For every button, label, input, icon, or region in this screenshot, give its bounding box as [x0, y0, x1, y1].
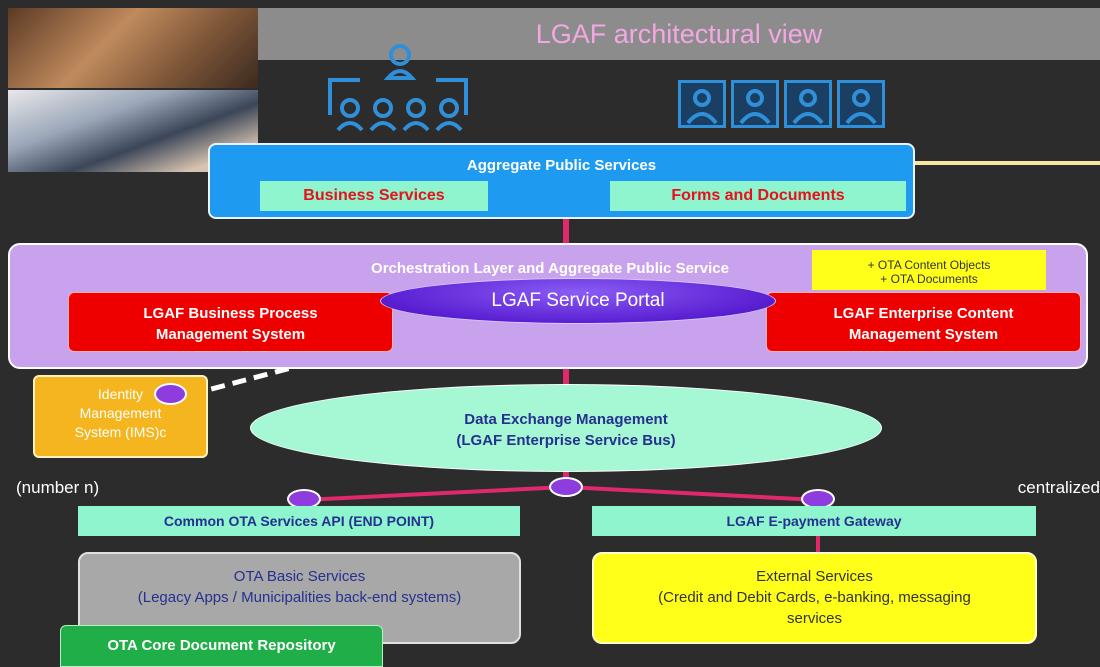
ota-content-note: + OTA Content Objects + OTA Documents: [812, 250, 1046, 290]
aggregate-title: Aggregate Public Services: [466, 157, 657, 174]
user-icon: [731, 80, 779, 128]
ims-node: [154, 383, 187, 405]
hub-left-connector: [303, 485, 567, 502]
ota-note-line: + OTA Documents: [880, 272, 978, 286]
ecm-line: Management System: [848, 326, 999, 343]
basic-line: (Legacy Apps / Municipalities back-end s…: [137, 589, 462, 606]
external-line: External Services: [756, 568, 873, 585]
user-icon: [784, 80, 832, 128]
esb-ellipse: Data Exchange Management (LGAF Enterpris…: [250, 384, 882, 472]
esb-line: (LGAF Enterprise Service Bus): [456, 432, 676, 449]
user-icon: [837, 80, 885, 128]
ims-line: Identity: [97, 386, 144, 402]
bpm-line: Management System: [155, 326, 306, 343]
external-services-box: External Services (Credit and Debit Card…: [592, 552, 1037, 644]
diagram-title: LGAF architectural view: [535, 19, 823, 49]
esb-line: Data Exchange Management: [464, 411, 668, 428]
hub-right-connector: [565, 485, 819, 502]
hub-node: [549, 477, 583, 497]
ims-box: Identity Management System (IMS)c: [33, 375, 208, 458]
external-line: (Credit and Debit Cards, e-banking, mess…: [658, 589, 971, 606]
ims-line: Management: [79, 405, 162, 421]
number-n-label: (number n): [16, 478, 100, 497]
orchestration-title: Orchestration Layer and Aggregate Public…: [371, 260, 729, 277]
user-icon: [678, 80, 726, 128]
business-services-box: Business Services: [260, 181, 488, 211]
centralized-label: centralized: [1017, 478, 1100, 497]
service-portal-ellipse: LGAF Service Portal: [380, 278, 776, 324]
title-bar: [258, 8, 1100, 60]
ecm-line: LGAF Enterprise Content: [833, 305, 1014, 322]
ota-note-line: + OTA Content Objects: [867, 258, 991, 272]
e-payment-gateway-bar: LGAF E-payment Gateway: [592, 506, 1036, 536]
ims-line: System (IMS)c: [74, 424, 167, 440]
ecm-system-box: LGAF Enterprise Content Management Syste…: [766, 292, 1081, 352]
meeting-photo: [8, 8, 258, 88]
external-line: services: [786, 610, 842, 627]
bpm-system-box: LGAF Business Process Management System: [68, 292, 393, 352]
common-ota-api-bar: Common OTA Services API (END POINT): [78, 506, 520, 536]
org-group-icon: [328, 44, 468, 132]
ota-core-document-repository: OTA Core Document Repository: [60, 625, 383, 667]
bpm-line: LGAF Business Process: [143, 305, 318, 322]
forms-documents-box: Forms and Documents: [610, 181, 906, 211]
basic-line: OTA Basic Services: [233, 568, 366, 585]
